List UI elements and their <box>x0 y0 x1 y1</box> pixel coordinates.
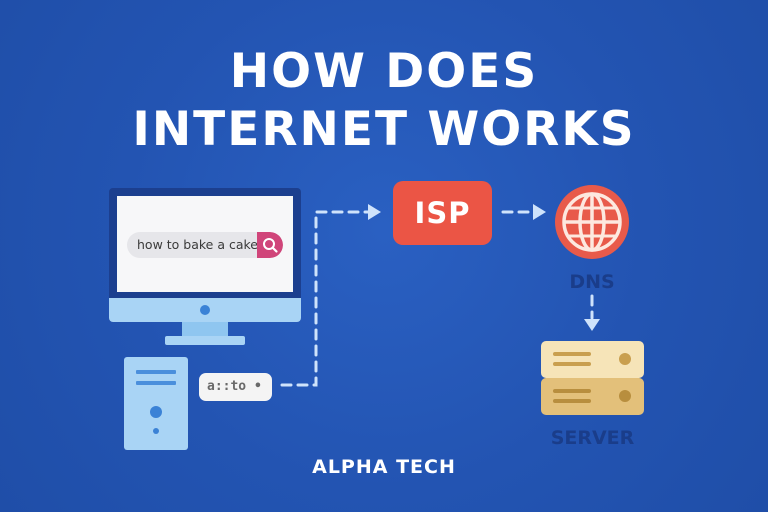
arrowhead-dns <box>533 204 546 220</box>
dns-label: DNS <box>569 271 615 293</box>
monitor-power-dot <box>200 305 210 315</box>
computer-tower-icon <box>124 357 188 450</box>
brand-label: ALPHA TECH <box>312 456 456 478</box>
isp-box: ISP <box>393 181 492 245</box>
arrowhead-isp <box>368 204 381 220</box>
title-line-1: HOW DOES <box>229 44 539 99</box>
server-unit-top <box>541 341 644 378</box>
server-label: SERVER <box>550 427 635 449</box>
ip-address-text: a::to • <box>207 379 262 394</box>
monitor-neck <box>182 322 228 336</box>
title-line-2: INTERNET WORKS <box>132 102 636 157</box>
search-query: how to bake a cake <box>137 237 258 252</box>
search-button <box>257 232 283 258</box>
monitor-base <box>165 336 245 345</box>
search-box: how to bake a cake <box>127 232 283 258</box>
server-unit-bottom <box>541 378 644 415</box>
globe-icon <box>555 185 629 259</box>
ip-address-pill: a::to • <box>199 373 272 401</box>
arrowhead-server <box>584 319 600 331</box>
magnifier-icon <box>263 238 278 253</box>
connector-pc-to-isp <box>280 210 370 387</box>
